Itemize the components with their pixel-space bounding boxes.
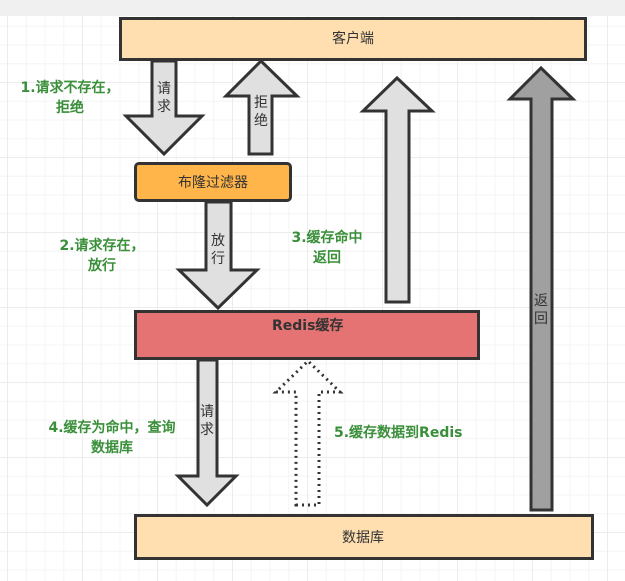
- step4-line1: 4.缓存为命中，查询: [48, 420, 176, 436]
- bloom-filter-label: 布隆过滤器: [178, 175, 248, 191]
- return-arrow-label: 返回: [534, 293, 548, 327]
- step3-line2: 返回: [313, 250, 341, 266]
- database-label: 数据库: [342, 530, 384, 546]
- step3-note: 3.缓存命中 返回: [282, 228, 372, 268]
- database-node: 数据库: [134, 514, 594, 560]
- step2-note: 2.请求存在， 放行: [52, 236, 152, 276]
- redis-cache-label: Redis缓存: [272, 318, 344, 334]
- bloom-filter-node: 布隆过滤器: [134, 162, 292, 202]
- return-arrow-db-to-client: [506, 65, 577, 512]
- step4-note: 4.缓存为命中，查询 数据库: [32, 418, 192, 458]
- reject-arrow-label: 拒绝: [254, 95, 268, 129]
- step1-line2: 拒绝: [56, 100, 84, 116]
- client-label: 客户端: [332, 31, 374, 47]
- reject-arrow-bloom-to-client: [222, 58, 301, 156]
- step1-line1: 1.请求不存在，: [20, 80, 120, 96]
- step2-line1: 2.请求存在，: [59, 238, 145, 254]
- step3-line1: 3.缓存命中: [291, 230, 363, 246]
- pass-arrow-bloom-to-redis: [175, 200, 261, 311]
- step4-line2: 数据库: [91, 440, 133, 456]
- request-arrow-client-to-bloom: [122, 59, 206, 157]
- step1-note: 1.请求不存在， 拒绝: [14, 78, 126, 118]
- request-arrow-redis-to-db: [174, 358, 240, 508]
- step5-note: 5.缓存数据到Redis: [334, 425, 463, 441]
- step2-line2: 放行: [88, 258, 116, 274]
- pass-arrow-label: 放行: [211, 233, 225, 267]
- redis-cache-node: Redis缓存: [134, 310, 480, 360]
- request-arrow-label-1: 请求: [157, 81, 171, 115]
- cache-hit-arrow-redis-to-client: [359, 75, 436, 304]
- request-arrow-label-2: 请求: [200, 404, 214, 438]
- client-node: 客户端: [119, 17, 587, 61]
- canvas-top-bar: [0, 0, 625, 16]
- cache-data-arrow-db-to-redis: [272, 358, 344, 507]
